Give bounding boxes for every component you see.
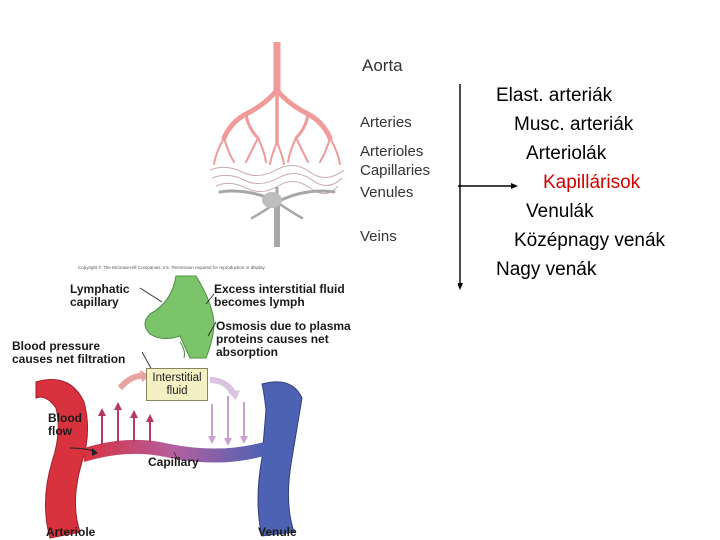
arteriole-label: Arteriole	[46, 525, 96, 539]
osmosis-label: Osmosis due to plasma proteins causes ne…	[216, 319, 351, 359]
vessel-tree-illustration	[206, 38, 348, 250]
hierarchy-item-large-veins: Nagy venák	[496, 259, 597, 280]
interstitial-fluid-box: Interstitial fluid	[146, 368, 208, 401]
hierarchy-item-medium-veins: Középnagy venák	[514, 230, 666, 251]
bidirectional-arrow-icon	[458, 84, 518, 290]
vessel-hierarchy-list: Elast. arteriák Musc. arteriák Arteriolá…	[458, 82, 720, 290]
capillary-label: Capillary	[148, 455, 199, 469]
hierarchy-item-elastic-arteries: Elast. arteriák	[496, 85, 613, 106]
venules-label: Venules	[360, 184, 414, 201]
hierarchy-item-capillaries: Kapillárisok	[543, 172, 641, 193]
hierarchy-item-muscular-arteries: Musc. arteriák	[514, 114, 634, 135]
blood-pressure-label: Blood pressure causes net filtration	[12, 339, 126, 366]
capillary-exchange-diagram: Copyright © The McGraw-Hill Companies, I…	[0, 262, 380, 540]
interstitial-fluid-label: Interstitial fluid	[152, 372, 202, 397]
capillary-exchange-illustration	[35, 275, 303, 539]
arterioles-label: Arterioles	[360, 143, 424, 160]
lymphatic-capillary-label: Lymphatic capillary	[70, 282, 130, 309]
vessel-tree-diagram: Aorta Arteries Arterioles Capillaries Ve…	[206, 38, 444, 250]
capillaries-label: Capillaries	[360, 162, 431, 179]
arteries-label: Arteries	[360, 114, 412, 131]
excess-fluid-label: Excess interstitial fluid becomes lymph	[214, 282, 345, 309]
hierarchy-item-arterioles: Arteriolák	[526, 143, 607, 164]
hierarchy-item-venules: Venulák	[526, 201, 594, 222]
blood-flow-label: Blood flow	[48, 411, 82, 438]
veins-label: Veins	[360, 228, 397, 245]
venule-label: Venule	[258, 525, 297, 539]
copyright-notice: Copyright © The McGraw-Hill Companies, I…	[78, 265, 266, 270]
aorta-label: Aorta	[362, 56, 403, 75]
